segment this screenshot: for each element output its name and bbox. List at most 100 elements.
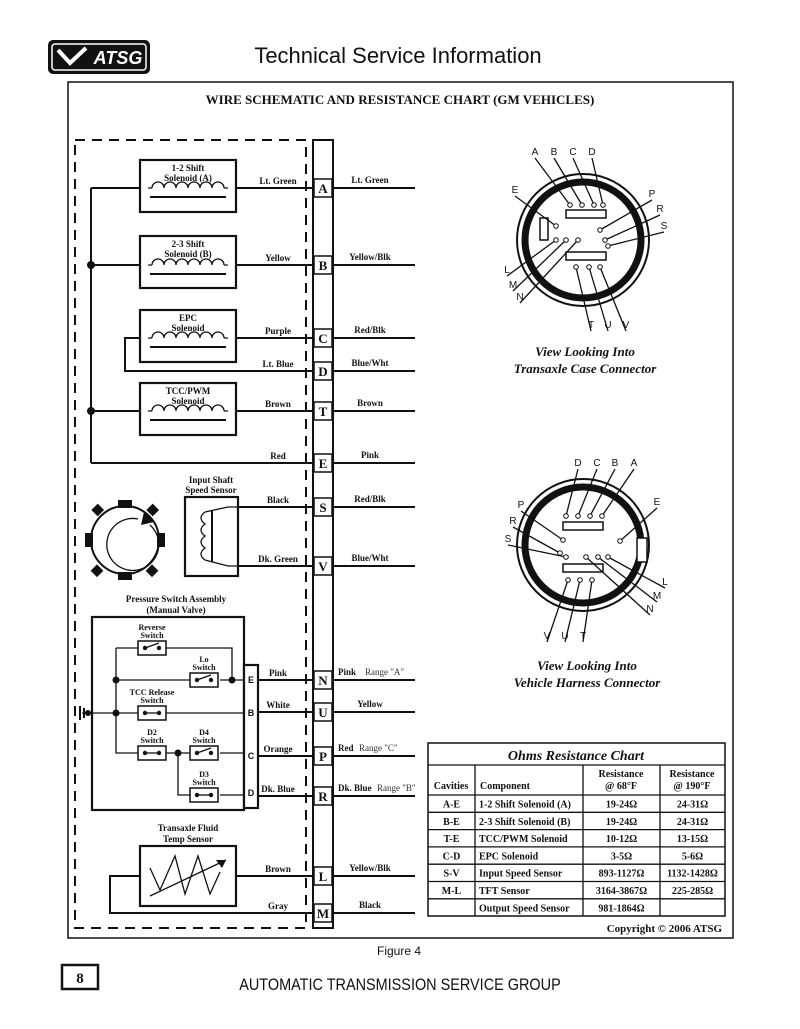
- svg-text:Input Shaft: Input Shaft: [189, 475, 233, 485]
- left-wire-color: Black: [267, 495, 289, 505]
- table-cell: Input Speed Sensor: [479, 869, 563, 880]
- pin-letter: S: [319, 500, 326, 515]
- table-cell: 24-31Ω: [677, 800, 708, 811]
- left-wire-color: Brown: [265, 864, 291, 874]
- page-number-box: [60, 963, 100, 991]
- svg-text:Speed Sensor: Speed Sensor: [185, 485, 236, 495]
- case-connector-caption: Transaxle Case Connector: [514, 361, 657, 376]
- right-wire-color: Yellow/Blk: [349, 863, 391, 873]
- pin-box: [313, 786, 333, 806]
- pin-box: [313, 328, 333, 348]
- right-wire-color: Lt. Green: [351, 175, 388, 185]
- right-wire-color: Yellow: [357, 699, 383, 709]
- connector-pin-label: M: [509, 280, 517, 291]
- svg-text:Reverse: Reverse: [138, 623, 166, 632]
- table-cell: 1-2 Shift Solenoid (A): [479, 800, 571, 811]
- connector-pin-label: M: [653, 591, 661, 602]
- table-cell: 2-3 Shift Solenoid (B): [479, 817, 570, 828]
- connector-pin-label: E: [512, 185, 519, 196]
- pin-letter: N: [318, 673, 328, 688]
- table-cell: EPC Solenoid: [479, 851, 539, 862]
- svg-text:1-2 Shift: 1-2 Shift: [172, 163, 205, 173]
- pin-box: [313, 903, 333, 923]
- left-wire-color: Lt. Blue: [262, 359, 293, 369]
- table-cell: 1132-1428Ω: [667, 869, 718, 880]
- svg-text:D3: D3: [199, 770, 209, 779]
- connector-pin-label: A: [532, 147, 539, 158]
- svg-text:Switch: Switch: [192, 736, 216, 745]
- connector-pin-label: S: [661, 221, 668, 232]
- svg-text:Solenoid: Solenoid: [171, 396, 204, 406]
- svg-text:B: B: [248, 708, 255, 718]
- pressure-switch-assembly: Pressure Switch Assembly (Manual Valve) …: [79, 594, 260, 812]
- table-cell: TCC/PWM Solenoid: [479, 834, 568, 845]
- svg-text:Switch: Switch: [140, 631, 164, 640]
- right-wire-color: Blue/Wht: [351, 358, 388, 368]
- svg-text:Switch: Switch: [192, 778, 216, 787]
- table-cell: S-V: [443, 869, 460, 880]
- connector-pin-label: L: [504, 265, 510, 276]
- ohms-resistance-chart: Ohms Resistance Chart Cavities Component…: [427, 742, 726, 917]
- connector-pin-label: S: [505, 534, 512, 545]
- pin-box: [313, 497, 333, 517]
- pin-letter: C: [318, 331, 327, 346]
- svg-text:Solenoid: Solenoid: [171, 323, 204, 333]
- pin-box: [313, 670, 333, 690]
- svg-text:2-3 Shift: 2-3 Shift: [172, 239, 205, 249]
- table-cell: B-E: [443, 817, 460, 828]
- svg-text:Transaxle Fluid: Transaxle Fluid: [158, 823, 219, 833]
- pin-letter: T: [319, 404, 328, 419]
- pin-box: [313, 453, 333, 473]
- left-wire-color: Gray: [268, 901, 288, 911]
- pin-letter: E: [319, 456, 328, 471]
- right-wire-color: Red/Blk: [354, 494, 386, 504]
- left-wire-color: Purple: [265, 326, 291, 336]
- svg-text:EPC: EPC: [179, 313, 197, 323]
- svg-text:D: D: [248, 788, 255, 798]
- connector-pin-label: T: [588, 320, 594, 331]
- check-icon: [56, 46, 88, 66]
- harness-connector-caption: View Looking Into: [537, 658, 637, 673]
- table-cell: A-E: [443, 800, 461, 811]
- pin-letter: D: [318, 364, 327, 379]
- coil-icon: [148, 404, 228, 412]
- svg-text:Solenoid (B): Solenoid (B): [164, 249, 211, 259]
- range-label: Range "B": [377, 783, 416, 793]
- table-cell: M-L: [442, 886, 462, 897]
- wire-S: S Black Red/Blk: [238, 494, 415, 517]
- table-cell: 10-12Ω: [606, 834, 637, 845]
- connector-pin-label: C: [593, 458, 600, 469]
- atsg-logo: ATSG: [48, 40, 150, 74]
- svg-text:Switch: Switch: [192, 663, 216, 672]
- pin-box: [313, 702, 333, 722]
- svg-text:D2: D2: [147, 728, 157, 737]
- svg-text:(Manual Valve): (Manual Valve): [146, 605, 205, 615]
- pin-letter: R: [318, 789, 328, 804]
- svg-text:E: E: [248, 675, 254, 685]
- copyright: Copyright © 2006 ATSG: [607, 923, 723, 935]
- figure-border: [67, 81, 734, 939]
- svg-text:D4: D4: [199, 728, 209, 737]
- table-cell: Output Speed Sensor: [479, 903, 570, 914]
- table-cell: 24-31Ω: [677, 817, 708, 828]
- pin-box: [313, 556, 333, 576]
- table-cell: 5-6Ω: [682, 851, 703, 862]
- svg-text:C: C: [248, 751, 255, 761]
- coil-icon: [148, 258, 228, 266]
- chart-title: Ohms Resistance Chart: [508, 749, 645, 764]
- pin-letter: U: [318, 705, 328, 720]
